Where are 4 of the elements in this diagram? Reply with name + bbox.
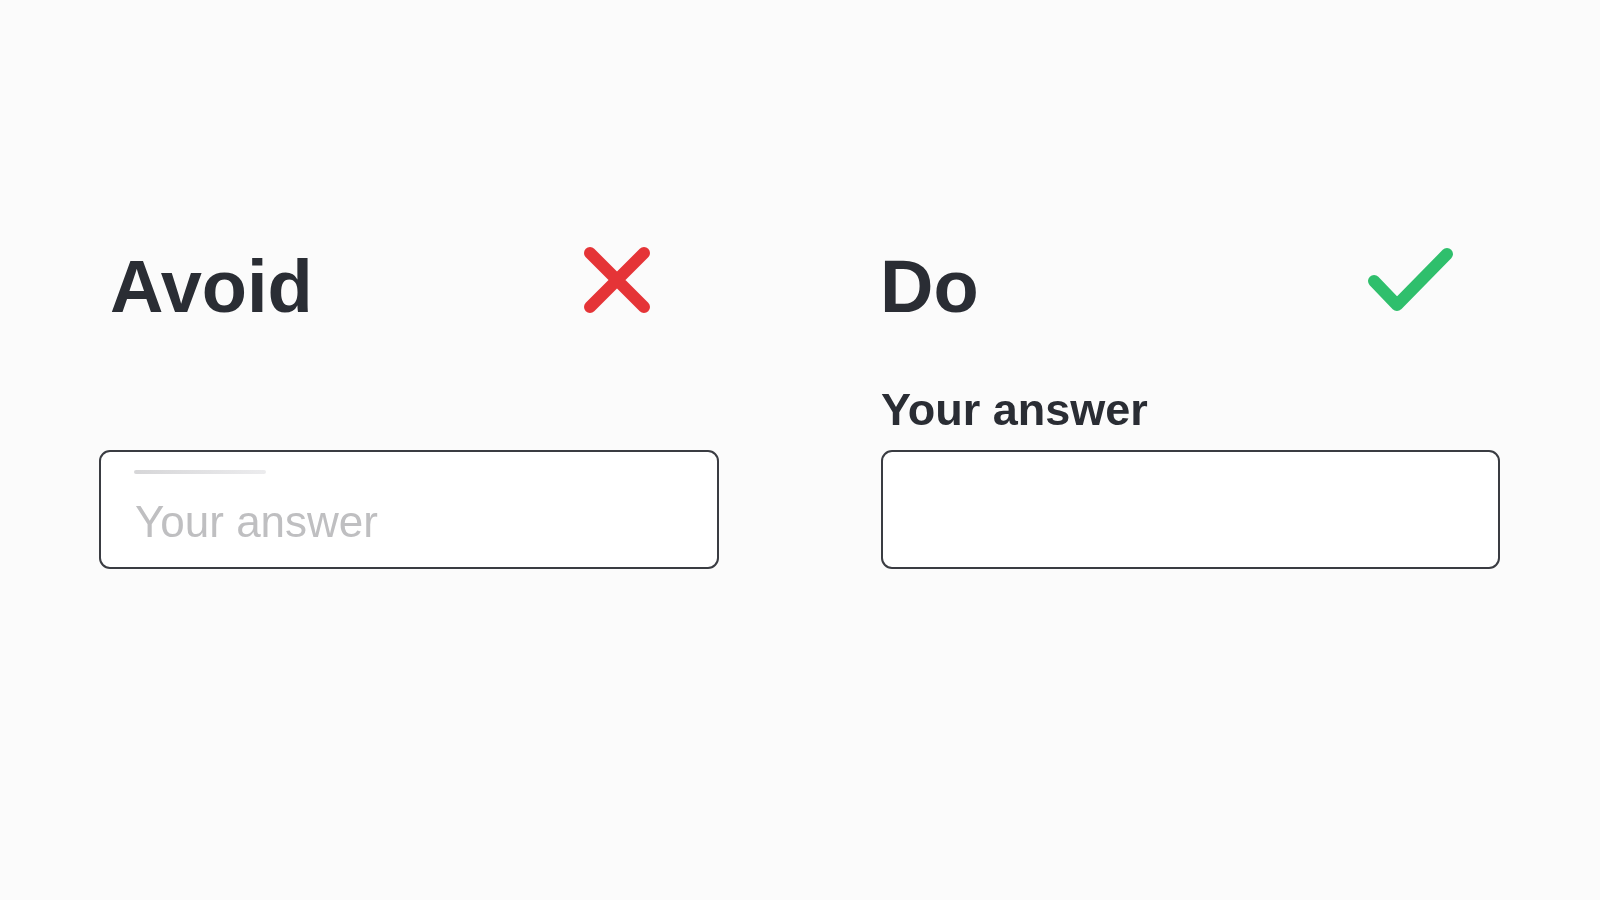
section-heading: Avoid — [110, 250, 313, 324]
field-label: Your answer — [881, 387, 1148, 432]
placeholder-text: Your answer — [135, 500, 378, 544]
section-heading: Do — [880, 250, 979, 324]
